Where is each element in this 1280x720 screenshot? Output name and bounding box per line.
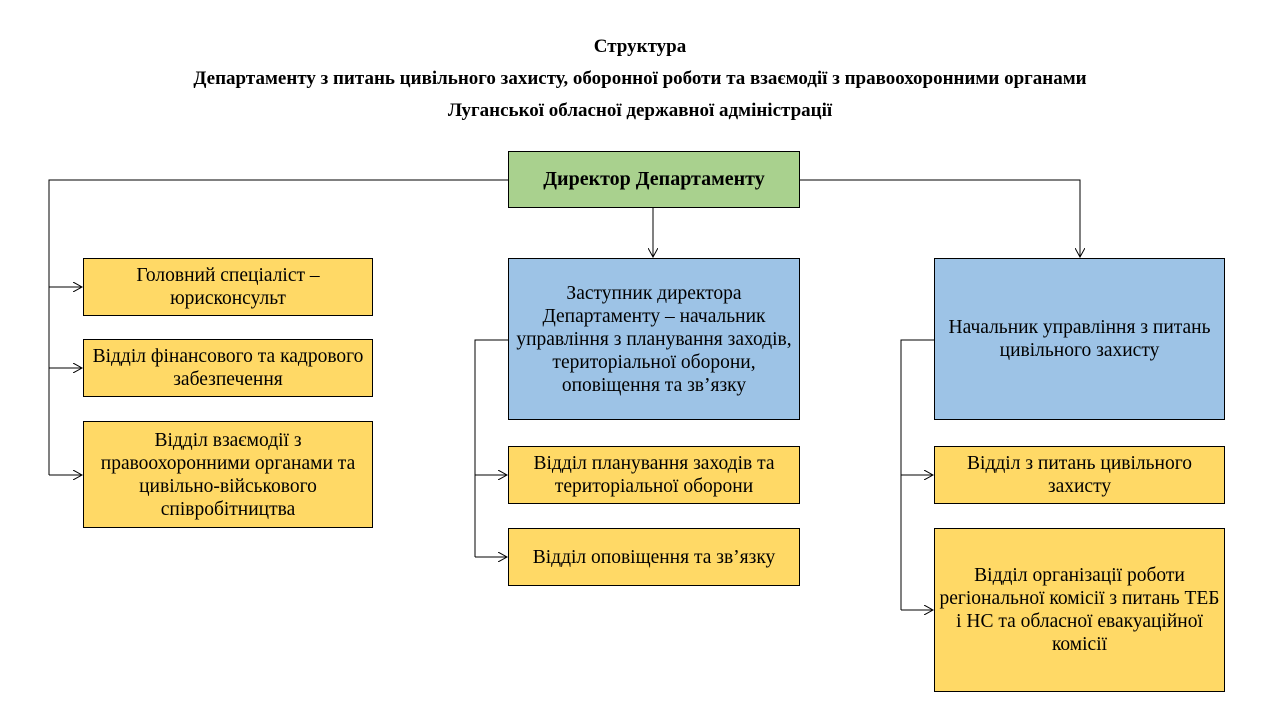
director-box: Директор Департаменту: [508, 151, 800, 208]
notification-comms-dept-box: Відділ оповіщення та зв’язку: [508, 528, 800, 586]
finance-hr-dept-box: Відділ фінансового та кадрового забезпеч…: [83, 339, 373, 397]
legal-specialist-box: Головний спеціаліст – юрисконсульт: [83, 258, 373, 316]
title-line-2: Департаменту з питань цивільного захисту…: [193, 68, 1087, 89]
planning-defense-dept-box: Відділ планування заходів та територіаль…: [508, 446, 800, 504]
law-enforcement-dept-box: Відділ взаємодії з правоохоронними орган…: [83, 421, 373, 528]
civil-protection-dept-box: Відділ з питань цивільного захисту: [934, 446, 1225, 504]
commission-dept-box: Відділ організації роботи регіональної к…: [934, 528, 1225, 692]
title-line-3: Луганської обласної державної адміністра…: [447, 100, 833, 121]
title-line-1: Структура: [593, 36, 687, 57]
deputy-director-box: Заступник директора Департаменту – начал…: [508, 258, 800, 420]
civil-protection-head-box: Начальник управління з питань цивільного…: [934, 258, 1225, 420]
